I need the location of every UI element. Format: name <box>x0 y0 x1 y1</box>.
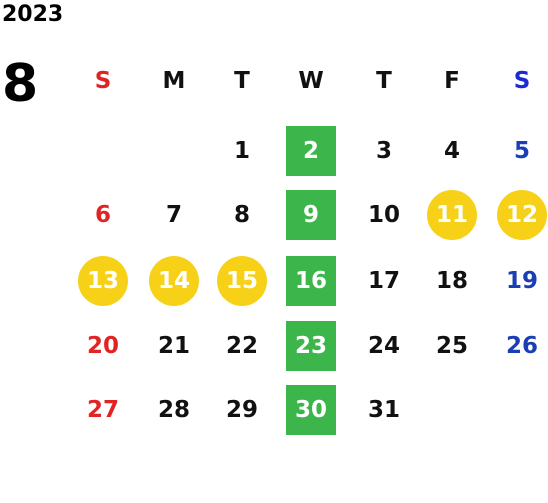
day-cell: 5 <box>513 138 530 164</box>
day-cell: 19 <box>505 268 538 294</box>
day-cell: 7 <box>165 202 182 228</box>
day-cell-green: 9 <box>286 190 336 240</box>
weekday-header: M <box>162 68 186 94</box>
weekday-header: F <box>444 68 460 94</box>
day-cell: 10 <box>367 202 400 228</box>
day-cell: 31 <box>367 397 400 423</box>
day-cell-green: 2 <box>286 126 336 176</box>
day-cell: 17 <box>367 268 400 294</box>
weekday-header: S <box>513 68 531 94</box>
day-cell: 4 <box>443 138 460 164</box>
weekday-header: W <box>298 68 324 94</box>
day-cell: 25 <box>435 333 468 359</box>
calendar-month: 8 <box>2 54 39 114</box>
day-cell-green: 16 <box>286 256 336 306</box>
day-cell-green: 23 <box>286 321 336 371</box>
day-cell: 20 <box>86 333 119 359</box>
day-cell: 24 <box>367 333 400 359</box>
day-cell: 8 <box>233 202 250 228</box>
day-cell-yellow: 14 <box>149 256 199 306</box>
calendar-year: 2023 <box>2 2 64 27</box>
day-cell: 29 <box>225 397 258 423</box>
weekday-header: T <box>234 68 250 94</box>
day-cell: 21 <box>157 333 190 359</box>
weekday-header: S <box>94 68 112 94</box>
day-cell-yellow: 12 <box>497 190 547 240</box>
day-cell-yellow: 11 <box>427 190 477 240</box>
day-cell: 27 <box>86 397 119 423</box>
day-cell: 28 <box>157 397 190 423</box>
day-cell: 1 <box>233 138 250 164</box>
day-cell-yellow: 15 <box>217 256 267 306</box>
day-cell: 3 <box>375 138 392 164</box>
day-cell: 6 <box>94 202 111 228</box>
day-cell: 18 <box>435 268 468 294</box>
day-cell: 26 <box>505 333 538 359</box>
weekday-header: T <box>376 68 392 94</box>
day-cell-green: 30 <box>286 385 336 435</box>
day-cell-yellow: 13 <box>78 256 128 306</box>
day-cell: 22 <box>225 333 258 359</box>
